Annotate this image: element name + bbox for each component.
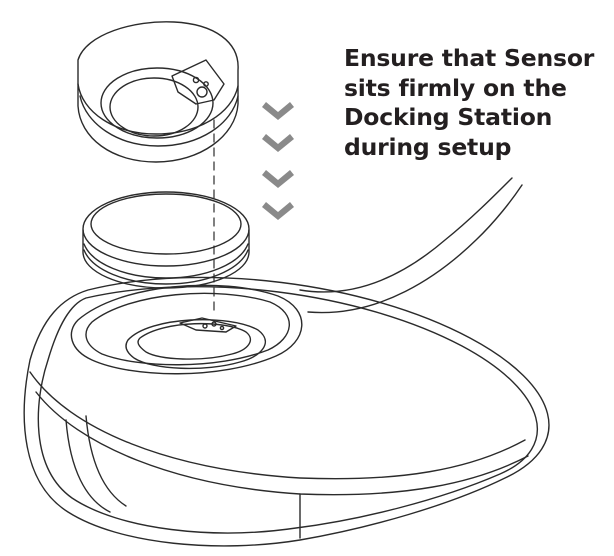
instruction-line: sits firmly on the <box>344 73 567 102</box>
chevron-down-icon <box>262 134 294 152</box>
chevron-group <box>262 102 294 220</box>
cable <box>299 177 523 314</box>
docking-station <box>23 276 550 547</box>
instruction-line: Docking Station <box>344 103 553 131</box>
instruction-line: Ensure that Sensor <box>344 44 595 72</box>
sensor-docked <box>82 191 250 289</box>
sensor-top <box>77 21 239 163</box>
chevron-down-icon <box>262 170 294 188</box>
chevron-down-icon <box>262 102 294 120</box>
instruction-line: during setup <box>344 132 512 161</box>
instruction-text: Ensure that Sensor sits firmly on the Do… <box>344 44 606 162</box>
chevron-down-icon <box>262 202 294 220</box>
